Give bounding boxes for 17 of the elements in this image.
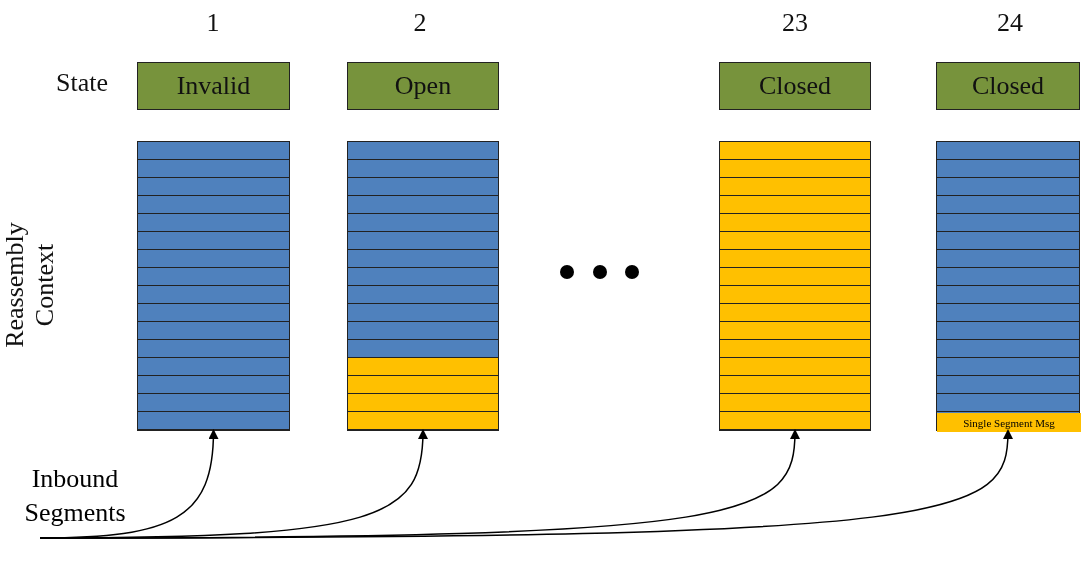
state-box: Open <box>347 62 499 110</box>
column-number: 2 <box>413 8 427 38</box>
state-box: Closed <box>936 62 1080 110</box>
column-number: 24 <box>997 8 1023 38</box>
column-number: 1 <box>206 8 220 38</box>
inbound-label: Inbound Segments <box>18 462 132 534</box>
state-box: Invalid <box>137 62 290 110</box>
context-stack <box>137 141 290 431</box>
arrow <box>39 429 1013 539</box>
state-box: Closed <box>719 62 871 110</box>
row-label: State <box>56 68 108 98</box>
context-stack <box>936 141 1080 431</box>
segment-cell: Single Segment Msg <box>937 413 1081 432</box>
axis-label: Reassembly Context <box>0 221 60 350</box>
context-stack <box>347 141 499 431</box>
column-number: 23 <box>782 8 808 38</box>
context-stack <box>719 141 871 431</box>
